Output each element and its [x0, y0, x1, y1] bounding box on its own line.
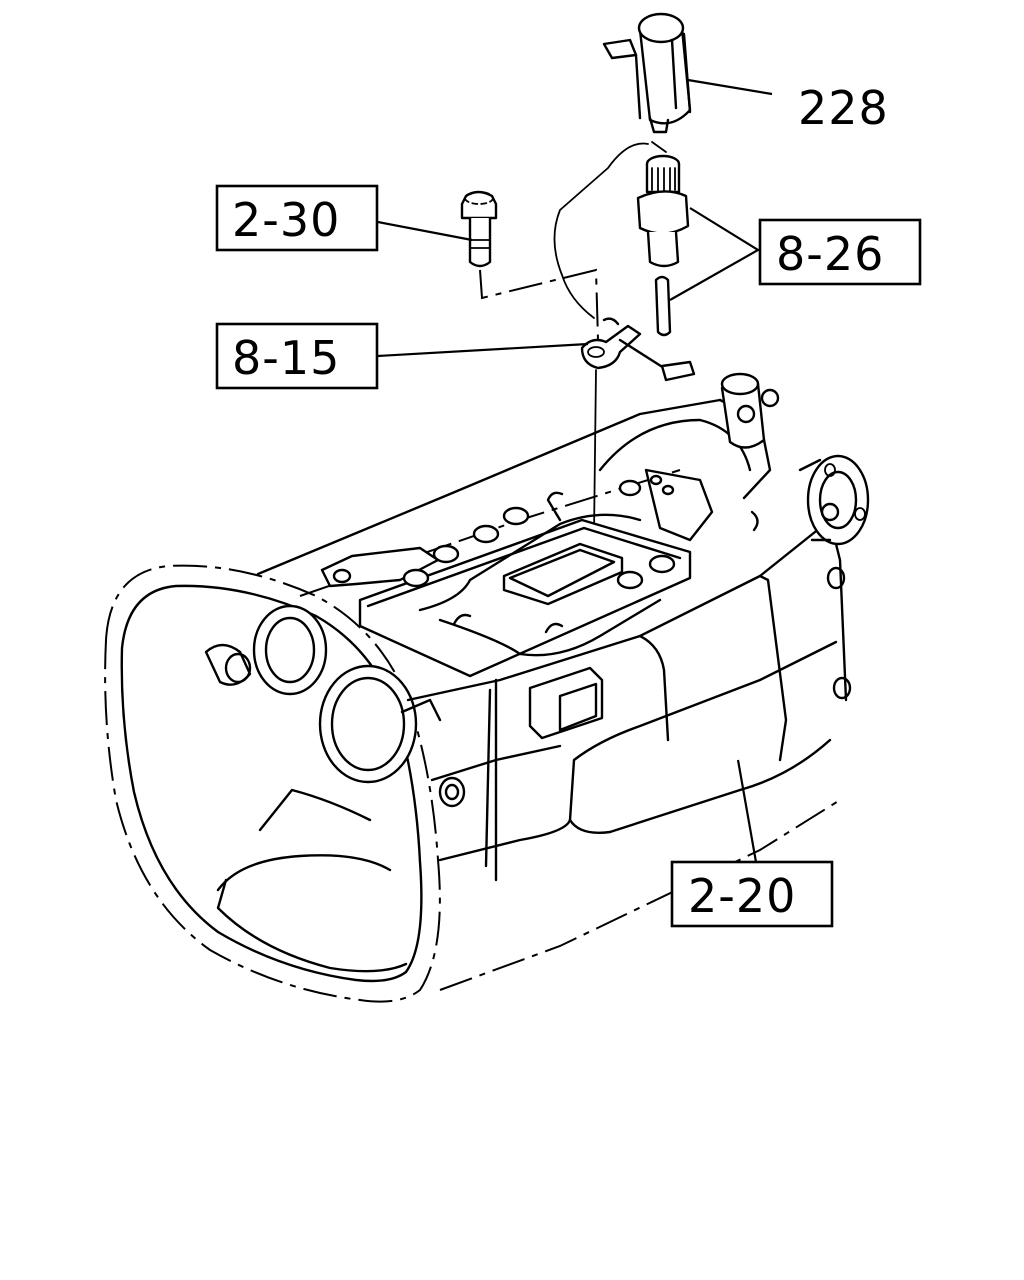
pressure-switch-part-8-26[interactable] [636, 154, 690, 337]
callout-2-30-label: 2-30 [232, 193, 340, 247]
leader-228 [687, 78, 773, 96]
callout-8-15[interactable]: 8-15 [215, 322, 379, 390]
callout-8-15-box [215, 322, 379, 390]
callout-2-30-box [215, 184, 379, 252]
switch-wire [553, 142, 649, 319]
callout-2-20-box [670, 860, 834, 928]
bolt-part-2-30[interactable] [460, 190, 498, 268]
connector-cover-part-228[interactable] [602, 12, 692, 134]
transmission-part-2-20[interactable] [104, 372, 870, 1003]
cover-bolts [402, 479, 676, 590]
callout-228[interactable]: 228 [798, 81, 889, 135]
callout-8-15-label: 8-15 [232, 331, 340, 385]
leader-2-20 [736, 759, 758, 863]
callout-2-30[interactable]: 2-30 [215, 184, 379, 252]
callout-2-20-label: 2-20 [688, 869, 796, 923]
callout-8-26[interactable]: 8-26 [758, 218, 922, 286]
callout-2-20[interactable]: 2-20 [670, 860, 834, 928]
harness-clip-part-8-15[interactable] [580, 317, 696, 382]
leader-8-26 [669, 207, 761, 301]
callout-228-label: 228 [798, 81, 889, 135]
bolt-alignment-line [479, 268, 599, 341]
leader-8-15 [377, 342, 589, 358]
callout-8-26-label: 8-26 [776, 227, 884, 281]
leader-2-30 [377, 220, 473, 242]
clip-alignment-line [593, 369, 597, 535]
callout-8-26-box [758, 218, 922, 286]
